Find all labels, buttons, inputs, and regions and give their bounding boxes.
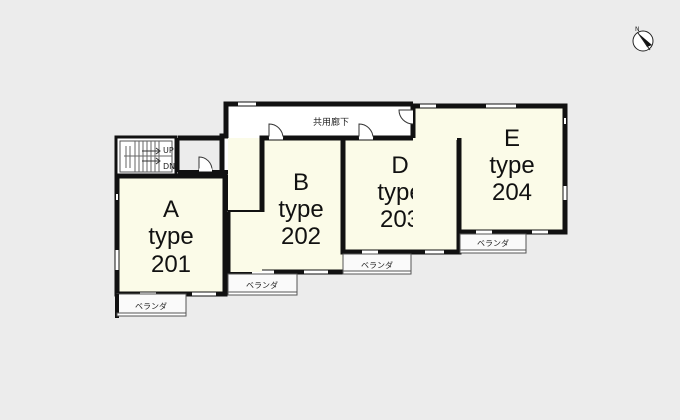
unit-a-balcony-label: ベランダ bbox=[135, 301, 167, 311]
unit-e-letter: E bbox=[504, 125, 520, 152]
corridor-wall bbox=[219, 101, 413, 172]
stairs-up-label: UP bbox=[163, 146, 174, 155]
unit-b-door bbox=[268, 123, 284, 139]
unit-a-type: type bbox=[148, 223, 193, 250]
unit-d-letter: D bbox=[391, 152, 408, 179]
compass-north-label: N bbox=[635, 26, 640, 33]
unit-e-type: type bbox=[489, 152, 534, 179]
compass-icon bbox=[632, 30, 654, 52]
unit-d-door bbox=[358, 123, 374, 139]
unit-d-balcony-label: ベランダ bbox=[361, 260, 393, 270]
unit-e-balcony-label: ベランダ bbox=[477, 238, 509, 248]
stairs-down-label: DN bbox=[163, 162, 175, 171]
unit-b-number: 202 bbox=[281, 223, 321, 250]
staircase bbox=[114, 135, 178, 178]
unit-e bbox=[410, 103, 568, 235]
unit-b-letter: B bbox=[293, 169, 309, 196]
unit-e-number: 204 bbox=[492, 179, 532, 206]
unit-b-type: type bbox=[278, 196, 323, 223]
unit-e-door bbox=[398, 109, 414, 125]
unit-a-number: 201 bbox=[151, 251, 191, 278]
corridor-label: 共用廊下 bbox=[313, 116, 349, 128]
unit-b-balcony-label: ベランダ bbox=[246, 280, 278, 290]
common-corridor bbox=[222, 104, 565, 218]
unit-a bbox=[114, 173, 228, 297]
unit-a-letter: A bbox=[163, 196, 179, 223]
unit-a-door bbox=[198, 156, 213, 171]
